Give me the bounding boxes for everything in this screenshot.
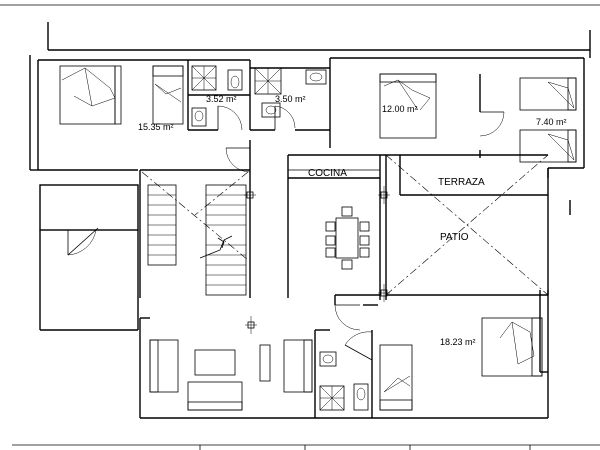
- title-block-strip: [12, 444, 600, 450]
- interior-walls: [139, 60, 549, 418]
- bed-center: [379, 73, 437, 139]
- bathroom-one-fixtures: [191, 65, 243, 127]
- room-area-bedroom-lower: 18.23 m²: [440, 337, 476, 347]
- room-area-bedroom-center: 12.00 m²: [382, 104, 418, 114]
- bed-lower-right: [481, 317, 543, 377]
- bed-single-lower: [379, 344, 413, 411]
- bathroom-three-fixtures: [319, 351, 369, 411]
- doors: [217, 105, 505, 361]
- site-boundary: [0, 4, 600, 215]
- dining-table: [325, 206, 370, 270]
- structural-columns: [244, 186, 390, 334]
- bathroom-two-fixtures: [254, 67, 327, 118]
- left-annex-walls: [39, 184, 139, 331]
- room-label-terrace: TERRAZA: [438, 177, 485, 188]
- bed-single-left: [152, 65, 184, 125]
- room-area-bath-one: 3.52 m²: [206, 94, 237, 104]
- patio-markings: [385, 154, 549, 296]
- room-label-patio: PATIO: [440, 232, 469, 243]
- living-room-furniture: [149, 339, 313, 411]
- bed-left: [59, 65, 122, 125]
- room-area-bedroom-right: 7.40 m²: [536, 117, 567, 127]
- bed-right: [519, 77, 577, 163]
- room-area-bedroom-left: 15.35 m²: [138, 122, 174, 132]
- room-area-bath-two: 3.50 m²: [275, 94, 306, 104]
- staircase: [141, 171, 249, 296]
- room-label-kitchen: COCINA: [308, 168, 347, 179]
